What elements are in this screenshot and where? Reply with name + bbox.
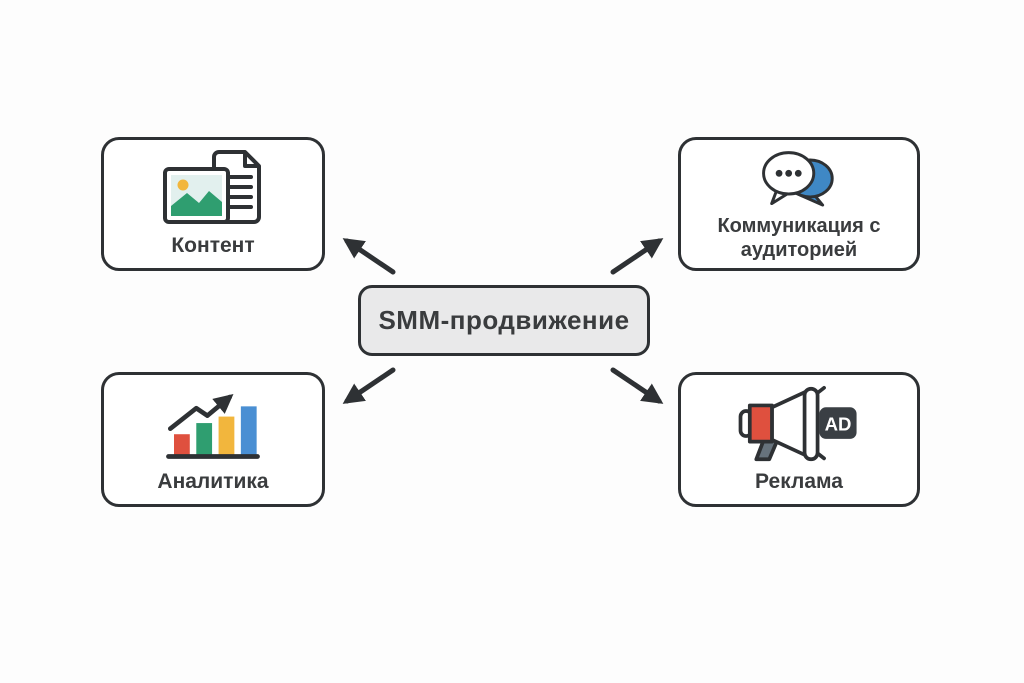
center-node-label: SMM-продвижение [378,305,630,335]
node-analytics-label: Аналитика [157,469,269,493]
node-communication: Коммуникация с аудиторией [678,137,920,271]
arrow-to-analytics [342,367,396,404]
node-communication-label: Коммуникация с аудиторией [717,215,881,261]
node-content: Контент [101,137,325,271]
node-content-label: Контент [171,234,255,258]
growth-bar-chart-icon [166,393,260,459]
arrow-to-content [342,238,396,275]
arrow-to-advertising [610,367,664,404]
center-node-smm: SMM-продвижение [358,285,650,356]
arrow-to-communication [610,238,664,275]
image-document-icon [163,150,261,225]
chat-bubbles-icon [762,151,834,207]
node-advertising-label: Реклама [755,469,843,493]
megaphone-ad-icon: AD [738,385,857,462]
node-analytics: Аналитика [101,372,325,507]
node-advertising: AD Реклама [678,372,920,507]
ad-badge-text: AD [825,413,852,434]
